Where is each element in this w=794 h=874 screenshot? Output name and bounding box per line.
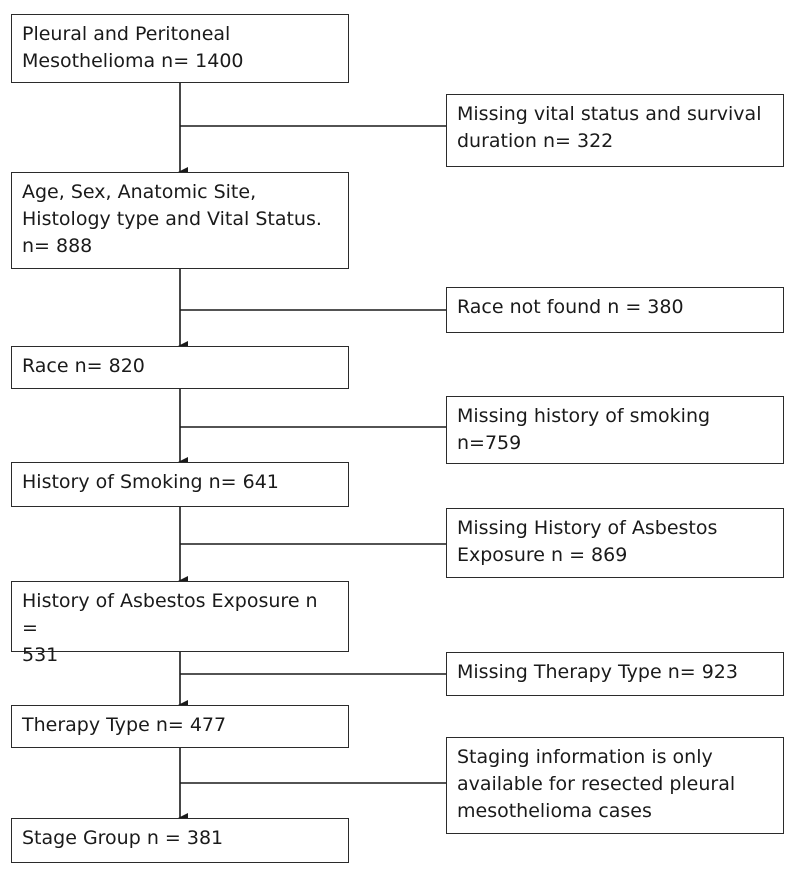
exclusion-box-3: Missing history of smoking n=759: [446, 396, 784, 464]
main-box-7: Stage Group n = 381: [11, 818, 349, 863]
exclusion-box-5: Missing Therapy Type n= 923: [446, 652, 784, 696]
main-box-1: Pleural and Peritoneal Mesothelioma n= 1…: [11, 14, 349, 83]
main-box-5: History of Asbestos Exposure n = 531: [11, 581, 349, 666]
exclusion-box-4: Missing History of Asbestos Exposure n =…: [446, 508, 784, 578]
main-box-4: History of Smoking n= 641: [11, 462, 349, 507]
exclusion-box-2: Race not found n = 380: [446, 287, 784, 333]
exclusion-box-1: Missing vital status and survival durati…: [446, 94, 784, 167]
main-box-2: Age, Sex, Anatomic Site, Histology type …: [11, 172, 349, 269]
main-box-3: Race n= 820: [11, 346, 349, 389]
main-box-6: Therapy Type n= 477: [11, 705, 349, 748]
exclusion-box-6: Staging information is only available fo…: [446, 737, 784, 834]
